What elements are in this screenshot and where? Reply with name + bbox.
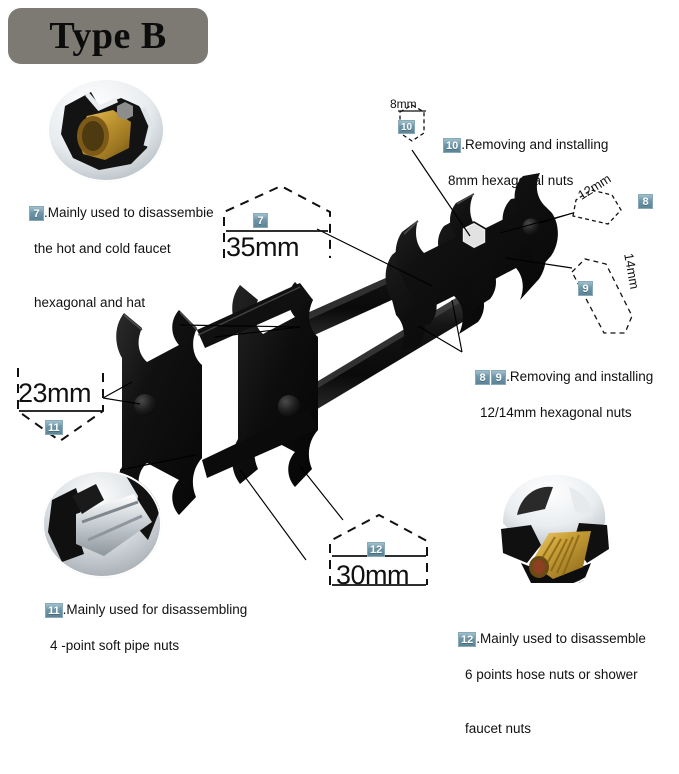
caption-10: 10.Removing and installing 8mm hexagonal… [428,118,608,226]
photo-inset-7 [47,78,165,182]
dimension-30mm-label: 30mm [336,560,410,590]
caption-10-line1: .Removing and installing [461,137,609,152]
caption-12-line1: .Mainly used to disassemble [476,631,646,646]
type-label-text: Type B [49,15,167,57]
caption-7-line1: .Mainly used to disassembie [44,205,214,220]
dim-outline-14mm [571,258,633,334]
photo-inset-12 [487,467,615,589]
caption-9-badge: 9 [491,369,507,385]
caption-11-line2: 4 -point soft pipe nuts [50,638,180,653]
diagram-badge-8: 8 [638,193,653,211]
measure-bars [19,110,426,586]
caption-12-badge: 12 [458,631,477,647]
caption-11-badge: 11 [45,602,63,618]
product-diagram-canvas: Type B [8,8,653,736]
dim-outline-30mm [329,513,428,585]
badge-7-text: 7 [253,213,268,229]
leader-lines [102,149,574,561]
dim-outline-12mm [572,189,622,225]
diagram-badge-11: 11 [45,419,63,437]
badge-12-text: 12 [367,542,386,558]
caption-10-line2: 8mm hexagonal nuts [448,173,574,188]
caption-7-line3: hexagonal and hat [34,295,146,310]
rivet-near-right [278,395,300,417]
dimension-23mm-label: 23mm [18,378,92,408]
tool-head-near [116,282,318,515]
badge-11-text: 11 [45,420,63,436]
dim-outline-23mm [17,368,104,443]
badge-10-text: 10 [398,119,416,134]
caption-8-9-line2: 12/14mm hexagonal nuts [480,405,632,420]
caption-12-line2: 6 points hose nuts or shower [465,667,638,682]
caption-12: 12.Mainly used to disassemble 6 points h… [443,612,646,774]
wrench-illustration [17,104,633,586]
dimension-35mm-label: 35mm [226,232,300,262]
dim-outline-35mm [223,184,331,258]
photo-inset-11 [42,470,162,578]
caption-8-9: 8 9.Removing and installing 12/14mm hexa… [460,350,653,458]
type-label-pill: Type B [8,8,208,64]
dimension-8mm-label: 8mm [390,97,417,111]
diagram-badge-10: 10 [398,118,416,136]
caption-11: 11.Mainly used for disassembling 4 -poin… [30,583,247,691]
caption-8-badge: 8 [475,369,491,385]
caption-8-9-line1: .Removing and installing [506,369,654,384]
tool-head-far [385,173,558,350]
diagram-badge-9: 9 [578,280,593,298]
caption-10-badge: 10 [443,137,462,153]
badge-8-text: 8 [638,194,653,210]
caption-12-line3: faucet nuts [465,721,532,736]
diagram-badge-7: 7 [253,212,268,230]
badge-9-text: 9 [578,281,593,297]
caption-7: 7.Mainly used to disassembie the hot and… [14,186,214,348]
caption-7-badge: 7 [29,205,45,221]
caption-7-line2: the hot and cold faucet [34,241,171,256]
caption-11-line1: .Mainly used for disassembling [62,602,248,617]
rivet-near-left [134,394,156,416]
diagram-badge-12: 12 [367,541,386,559]
